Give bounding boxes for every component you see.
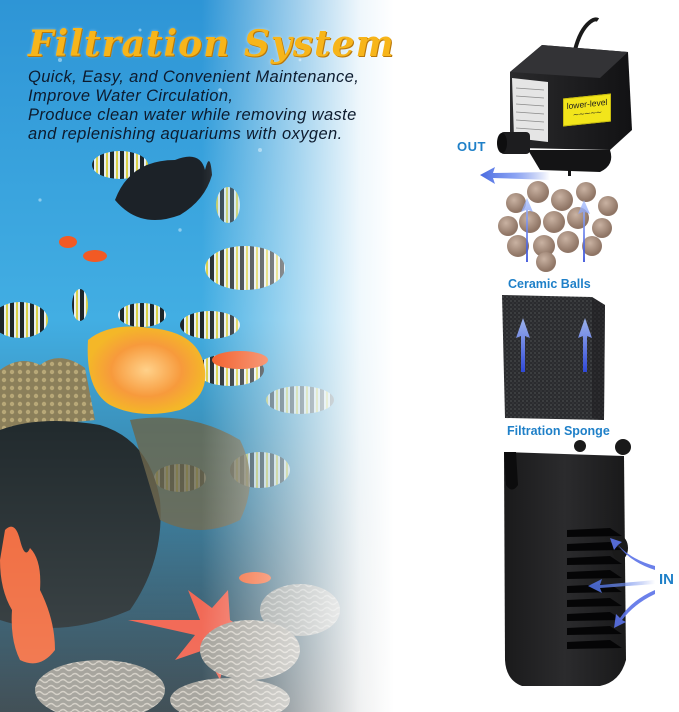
- out-callout: OUT: [457, 139, 486, 154]
- feature-description: Quick, Easy, and Convenient Maintenance,…: [28, 68, 448, 144]
- aquarium-background-image: [0, 0, 480, 712]
- up-flow-arrow: [578, 318, 592, 372]
- page-title: Filtration System: [28, 23, 395, 65]
- bottom-haze-overlay: [0, 0, 480, 712]
- filtration-sponge-label: Filtration Sponge: [507, 424, 610, 438]
- in-flow-arrows: [588, 538, 655, 628]
- filtration-sponge-image: [502, 295, 605, 420]
- feature-line: Quick, Easy, and Convenient Maintenance,: [28, 68, 360, 86]
- feature-line: Improve Water Circulation,: [28, 87, 234, 105]
- filter-housing-image: [504, 439, 631, 686]
- ceramic-balls-label: Ceramic Balls: [508, 277, 591, 291]
- up-flow-arrow: [516, 318, 530, 372]
- in-callout: IN: [659, 571, 674, 588]
- filter-exploded-view: lower-level ∼∼∼∼∼ OUT Ceramic Balls Filt…: [450, 0, 679, 712]
- feature-line: and replenishing aquariums with oxygen.: [28, 125, 343, 143]
- lower-level-badge: lower-level ∼∼∼∼∼: [563, 93, 611, 127]
- feature-line: Produce clean water while removing waste: [28, 106, 357, 124]
- ceramic-balls-image: [498, 181, 618, 272]
- white-gradient-overlay: [0, 0, 480, 712]
- up-flow-arrow: [578, 200, 590, 262]
- out-flow-arrow: [480, 167, 550, 184]
- headline-block: Filtration System Quick, Easy, and Conve…: [28, 22, 448, 144]
- up-flow-arrow: [521, 198, 533, 262]
